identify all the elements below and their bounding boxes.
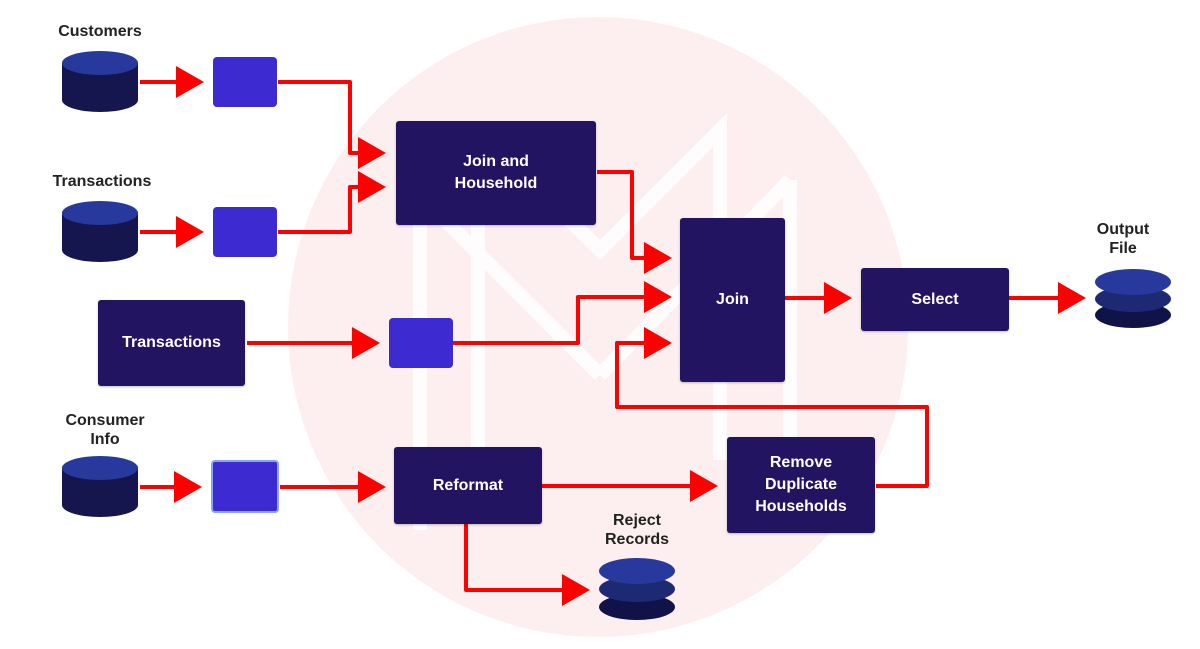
join-box-label: Join <box>716 291 749 308</box>
select-box-label: Select <box>911 290 959 308</box>
transactions-box[interactable]: Transactions <box>98 300 245 386</box>
output-file-storage-icon <box>1095 269 1171 328</box>
transactions-source-label: Transactions <box>52 173 152 190</box>
arrow-box2-to-join-household <box>278 171 386 234</box>
join-and-household-box[interactable]: Join and Household <box>396 121 596 225</box>
remove-duplicate-households-box[interactable]: Remove Duplicate Households <box>727 437 875 533</box>
select-box[interactable]: Select <box>861 268 1009 331</box>
customers-label: Customers <box>58 23 142 40</box>
remove-duplicate-households-label: Remove Duplicate Households <box>755 454 847 515</box>
transactions-partition-box[interactable] <box>389 318 453 368</box>
transactions-box-label: Transactions <box>122 334 221 351</box>
transactions-input-box[interactable] <box>213 207 277 257</box>
reject-records-storage-icon <box>599 558 675 620</box>
arrow-box1-to-join-household <box>278 80 386 169</box>
arrow-reformat-to-reject <box>464 524 590 606</box>
reject-records-label: Reject Records <box>604 512 670 548</box>
output-file-label: Output File <box>1096 221 1150 257</box>
join-and-household-label: Join and Household <box>454 153 538 192</box>
consumer-info-label: Consumer Info <box>65 412 145 448</box>
arrow-small-box-to-join <box>453 281 672 345</box>
arrow-join-household-to-join <box>597 170 672 274</box>
customers-input-box[interactable] <box>213 57 277 107</box>
transactions-database-icon <box>62 201 138 262</box>
consumer-info-database-icon <box>62 456 138 517</box>
join-box[interactable]: Join <box>680 218 785 382</box>
reformat-box[interactable]: Reformat <box>394 447 542 524</box>
reformat-box-label: Reformat <box>432 476 504 494</box>
consumer-info-input-box[interactable] <box>211 460 279 513</box>
customers-database-icon <box>62 51 138 112</box>
arrow-remove-duplicates-to-join <box>615 327 929 488</box>
